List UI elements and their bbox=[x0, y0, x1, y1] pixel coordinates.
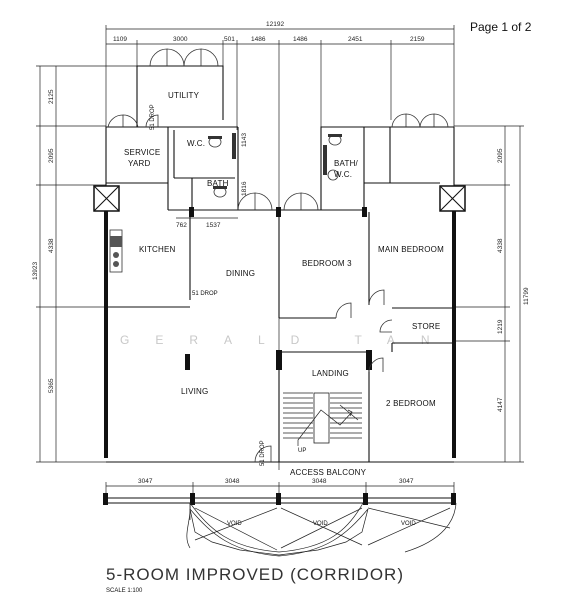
void-label-1: VOID bbox=[227, 521, 242, 527]
room-labels: UTILITY SERVICE YARD W.C. BATH BATH/ W.C… bbox=[124, 91, 444, 477]
void-label-2: VOID bbox=[313, 521, 328, 527]
room-bath-wc-line1: BATH/ bbox=[334, 159, 359, 168]
dim-bottom-3: 3048 bbox=[312, 478, 327, 485]
annotations: 1143 1816 762 1537 51 DROP 51 DROP 51 DR… bbox=[150, 104, 266, 466]
scale-label: SCALE 1:100 bbox=[106, 588, 143, 594]
dim-inner-1: 1143 bbox=[241, 133, 248, 147]
doors-and-windows bbox=[107, 48, 449, 463]
dim-left-4: 5365 bbox=[48, 378, 55, 393]
right-dimensions: 2095 4338 1219 4147 11799 bbox=[454, 125, 530, 463]
dim-left-overall: 13923 bbox=[32, 262, 39, 280]
room-landing: LANDING bbox=[312, 369, 349, 378]
dim-left-3: 4338 bbox=[48, 238, 55, 253]
room-bath: BATH bbox=[207, 179, 229, 188]
dim-right-3: 1219 bbox=[497, 319, 504, 334]
dim-bottom-2: 3048 bbox=[225, 478, 240, 485]
void-ledge: VOID VOID VOID bbox=[103, 493, 457, 557]
room-living: LIVING bbox=[181, 387, 208, 396]
dim-left-2: 2095 bbox=[48, 148, 55, 163]
room-kitchen: KITCHEN bbox=[139, 245, 176, 254]
room-service: SERVICE bbox=[124, 148, 160, 157]
room-utility: UTILITY bbox=[168, 91, 200, 100]
dim-top-2: 3000 bbox=[173, 36, 188, 43]
dim-top-7: 2159 bbox=[410, 36, 425, 43]
top-dimensions: 12192 1109 3000 501 1486 1486 2451 2159 bbox=[105, 21, 455, 470]
dim-inner-2: 1816 bbox=[241, 181, 248, 196]
dim-right-4: 4147 bbox=[497, 397, 504, 412]
dim-bottom-1: 3047 bbox=[138, 478, 153, 485]
watermark: GERALD TAN bbox=[120, 333, 456, 347]
dim-top-3: 501 bbox=[224, 36, 235, 43]
stair-up-label: UP bbox=[298, 448, 306, 454]
room-bath-wc-line2: W.C. bbox=[334, 170, 352, 179]
room-bedroom2: 2 BEDROOM bbox=[386, 399, 436, 408]
room-bedroom3: BEDROOM 3 bbox=[302, 259, 352, 268]
yard-drop-label: 51 DROP bbox=[150, 104, 156, 130]
dim-right-overall: 11799 bbox=[523, 287, 530, 305]
dim-right-1: 2095 bbox=[497, 148, 504, 163]
dim-inner-4: 1537 bbox=[206, 222, 221, 229]
room-main-bedroom: MAIN BEDROOM bbox=[378, 245, 444, 254]
void-label-3: VOID bbox=[401, 521, 416, 527]
dim-left-1: 2125 bbox=[48, 89, 55, 104]
dim-top-4: 1486 bbox=[251, 36, 266, 43]
dim-overall-top: 12192 bbox=[266, 21, 284, 28]
dim-inner-3: 762 bbox=[176, 222, 187, 229]
dim-top-1: 1109 bbox=[113, 36, 127, 43]
room-wc: W.C. bbox=[187, 139, 205, 148]
room-store: STORE bbox=[412, 322, 440, 331]
dim-right-2: 4338 bbox=[497, 238, 504, 253]
dim-bottom-4: 3047 bbox=[399, 478, 414, 485]
fixtures bbox=[109, 133, 362, 446]
living-drop-label: 51 DROP bbox=[260, 440, 266, 466]
plan-title: 5-ROOM IMPROVED (CORRIDOR) bbox=[106, 565, 404, 584]
room-dining: DINING bbox=[226, 269, 255, 278]
dining-drop-label: 51 DROP bbox=[192, 291, 218, 297]
room-yard: YARD bbox=[128, 159, 150, 168]
page-indicator: Page 1 of 2 bbox=[470, 20, 532, 34]
dim-top-6: 2451 bbox=[348, 36, 363, 43]
dim-top-5: 1486 bbox=[293, 36, 308, 43]
walls bbox=[93, 65, 466, 463]
left-dimensions: 2125 2095 4338 5365 13923 bbox=[32, 65, 140, 463]
room-access-balcony: ACCESS BALCONY bbox=[290, 468, 367, 477]
